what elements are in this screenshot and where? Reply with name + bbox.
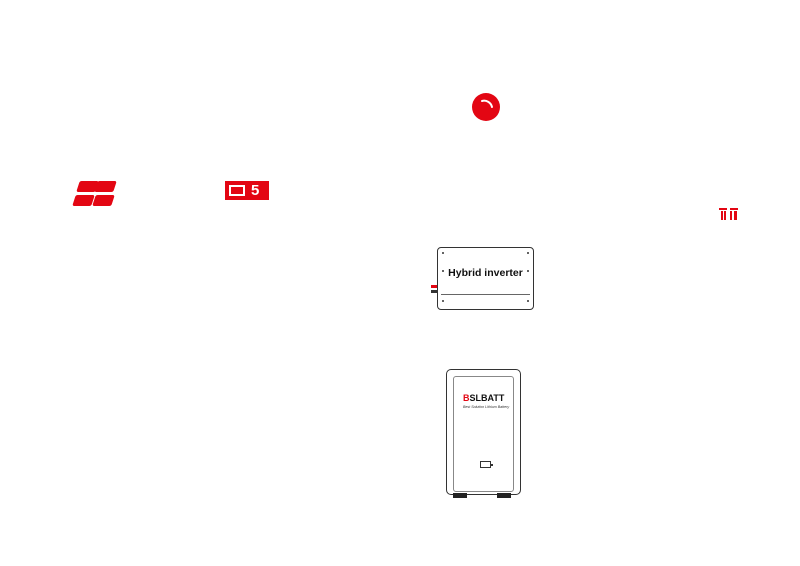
inverter-connector xyxy=(431,285,438,296)
hybrid-inverter: Hybrid inverter xyxy=(437,247,534,310)
meter-icon: 5 xyxy=(225,181,269,200)
grid-tower-icon xyxy=(719,207,739,220)
battery-indicator-icon xyxy=(480,461,493,468)
power-circle-icon xyxy=(472,93,500,121)
battery-brand: BSLBATT xyxy=(463,393,505,403)
battery-feet xyxy=(446,493,521,501)
battery-tagline: Best Solution Lithium Battery xyxy=(463,405,510,409)
meter-number: 5 xyxy=(251,182,260,199)
solar-panel-icon xyxy=(72,181,117,207)
inverter-label: Hybrid inverter xyxy=(448,267,523,279)
battery-unit: BSLBATT Best Solution Lithium Battery xyxy=(446,369,521,495)
